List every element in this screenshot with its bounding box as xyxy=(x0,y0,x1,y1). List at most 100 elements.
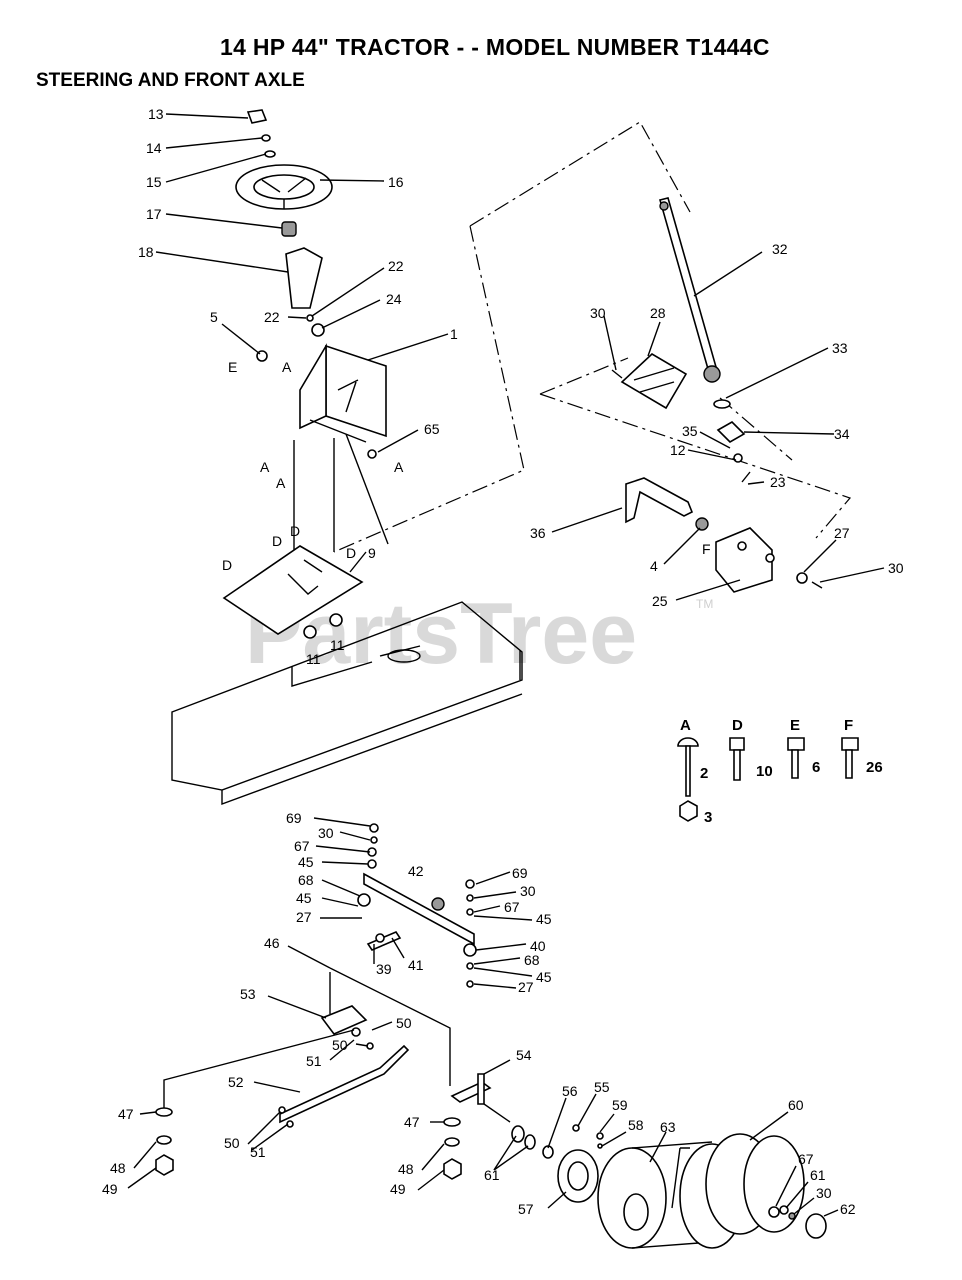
callout-45-d: 45 xyxy=(536,969,552,985)
callout-23: 23 xyxy=(770,474,786,490)
callout-d-bolt-4: D xyxy=(222,557,232,573)
callout-d-bolt-3: D xyxy=(346,545,356,561)
callout-51-a: 51 xyxy=(306,1053,322,1069)
callout-65: 65 xyxy=(424,421,440,437)
watermark-trademark: TM xyxy=(696,597,714,611)
key-letter-f: F xyxy=(844,717,853,734)
callout-9: 9 xyxy=(368,545,376,561)
callout-30-right: 30 xyxy=(520,883,536,899)
callout-47-right: 47 xyxy=(404,1114,420,1130)
callout-4: 4 xyxy=(650,558,658,574)
callout-61-right: 61 xyxy=(810,1167,826,1183)
callout-47-left: 47 xyxy=(118,1106,134,1122)
callout-40: 40 xyxy=(530,938,546,954)
key-part-6: 6 xyxy=(812,759,820,776)
callout-49-left: 49 xyxy=(102,1181,118,1197)
callout-d-bolt-1: D xyxy=(290,523,300,539)
callout-45-c: 45 xyxy=(536,911,552,927)
callout-45-b: 45 xyxy=(296,890,312,906)
callout-59: 59 xyxy=(612,1097,628,1113)
callout-a-bolt-2: A xyxy=(394,459,404,475)
callout-68-left: 68 xyxy=(298,872,314,888)
callout-a-bolt-1: A xyxy=(282,359,292,375)
callout-67-wheel: 67 xyxy=(798,1151,814,1167)
callout-labels: 13 14 15 16 17 18 22 22 24 5 E A 1 65 A … xyxy=(102,106,904,1217)
callout-16: 16 xyxy=(388,174,404,190)
callout-e-bolt: E xyxy=(228,359,237,375)
callout-58: 58 xyxy=(628,1117,644,1133)
key-part-10: 10 xyxy=(756,763,773,780)
callout-42: 42 xyxy=(408,863,424,879)
key-letter-d: D xyxy=(732,717,743,734)
callout-30-bracket: 30 xyxy=(888,560,904,576)
callout-27-left: 27 xyxy=(296,909,312,925)
callout-68-right: 68 xyxy=(524,952,540,968)
callout-35: 35 xyxy=(682,423,698,439)
callout-62: 62 xyxy=(840,1201,856,1217)
hardware-key-labels: A 2 3 D 10 E 6 F 26 xyxy=(680,717,883,826)
callout-24: 24 xyxy=(386,291,402,307)
hardware-key xyxy=(677,737,859,822)
callout-56: 56 xyxy=(562,1083,578,1099)
callout-27-right: 27 xyxy=(518,979,534,995)
callout-5: 5 xyxy=(210,309,218,325)
callout-52: 52 xyxy=(228,1074,244,1090)
callout-18: 18 xyxy=(138,244,154,260)
callout-69-right: 69 xyxy=(512,865,528,881)
callout-28: 28 xyxy=(650,305,666,321)
callout-25: 25 xyxy=(652,593,668,609)
callout-15: 15 xyxy=(146,174,162,190)
key-part-3: 3 xyxy=(704,809,712,826)
callout-30-left: 30 xyxy=(318,825,334,841)
callout-36: 36 xyxy=(530,525,546,541)
callout-63: 63 xyxy=(660,1119,676,1135)
callout-17: 17 xyxy=(146,206,162,222)
callout-11-right: 11 xyxy=(330,637,345,653)
callout-50-b: 50 xyxy=(332,1037,348,1053)
callout-48-right: 48 xyxy=(398,1161,414,1177)
callout-41: 41 xyxy=(408,957,424,973)
callout-50-c: 50 xyxy=(224,1135,240,1151)
section-subtitle: STEERING AND FRONT AXLE xyxy=(36,70,305,91)
callout-12: 12 xyxy=(670,442,686,458)
callout-54: 54 xyxy=(516,1047,532,1063)
key-letter-a: A xyxy=(680,717,691,734)
callout-f-bolt: F xyxy=(702,541,711,557)
callout-46: 46 xyxy=(264,935,280,951)
callout-13: 13 xyxy=(148,106,164,122)
callout-1: 1 xyxy=(450,326,458,342)
steering-shaft-assembly xyxy=(611,197,823,593)
callout-39: 39 xyxy=(376,961,392,977)
callout-49-right: 49 xyxy=(390,1181,406,1197)
callout-61-left: 61 xyxy=(484,1167,500,1183)
front-axle-assembly xyxy=(155,823,827,1249)
callout-51-b: 51 xyxy=(250,1144,266,1160)
callout-55: 55 xyxy=(594,1079,610,1095)
callout-a-bolt-4: A xyxy=(276,475,286,491)
callout-32: 32 xyxy=(772,241,788,257)
key-part-26: 26 xyxy=(866,759,883,776)
diagram-title: 14 HP 44" TRACTOR - - MODEL NUMBER T1444… xyxy=(220,34,770,60)
callout-67-right: 67 xyxy=(504,899,520,915)
callout-69-left: 69 xyxy=(286,810,302,826)
key-letter-e: E xyxy=(790,717,800,734)
key-part-2: 2 xyxy=(700,765,708,782)
callout-33: 33 xyxy=(832,340,848,356)
callout-27-upper: 27 xyxy=(834,525,850,541)
callout-67-left: 67 xyxy=(294,838,310,854)
callout-leaders xyxy=(127,113,885,1217)
callout-60: 60 xyxy=(788,1097,804,1113)
steering-wheel-assembly xyxy=(222,109,389,639)
callout-22-lower: 22 xyxy=(264,309,280,325)
callout-48-left: 48 xyxy=(110,1160,126,1176)
callout-d-bolt-2: D xyxy=(272,533,282,549)
callout-50-a: 50 xyxy=(396,1015,412,1031)
callout-30-wheel: 30 xyxy=(816,1185,832,1201)
callout-14: 14 xyxy=(146,140,162,156)
callout-a-bolt-3: A xyxy=(260,459,270,475)
callout-57: 57 xyxy=(518,1201,534,1217)
callout-11-left: 11 xyxy=(306,651,321,667)
tractor-frame xyxy=(171,601,523,806)
callout-53: 53 xyxy=(240,986,256,1002)
